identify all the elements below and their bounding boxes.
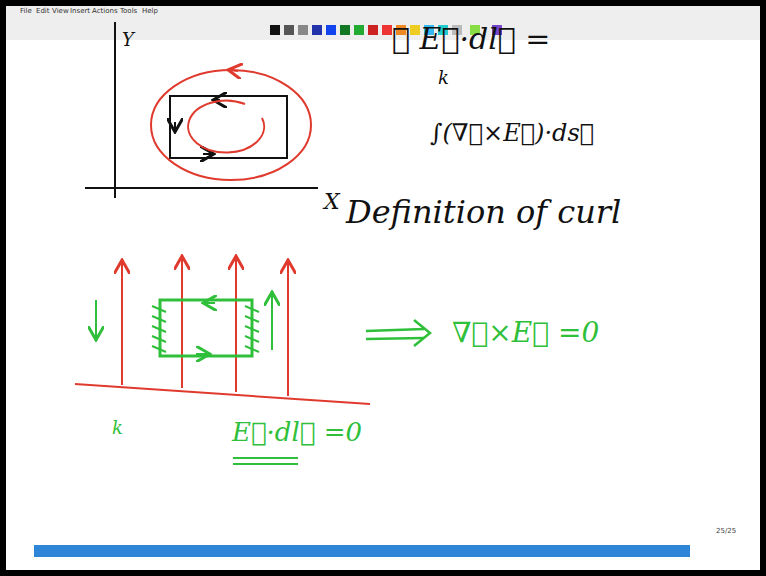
menu-item: Edit [36,8,50,16]
curl-result: ∇⃗×E⃗ =0 [452,318,599,349]
menu-item: Actions [92,8,118,16]
axis-label: Y [122,30,134,50]
line-integral: ∮ E⃗·dl⃗ = [392,22,550,55]
menu-item: View [52,8,69,16]
surface-integral: ∫(∇⃗×E⃗)·ds⃗ [430,120,594,146]
limit-mark: k [438,68,449,88]
axis-label: X [324,190,340,214]
definition-text: Definition of curl [346,195,621,230]
page-number: 25/25 [716,528,736,536]
menu-item: File [20,8,32,16]
dot-product-note: E⃗·dl⃗ =0 [232,418,362,447]
menu-item: Help [142,8,158,16]
menu-item: Tools [120,8,137,16]
limit-mark: k [112,418,123,438]
menu-item: Insert [70,8,90,16]
